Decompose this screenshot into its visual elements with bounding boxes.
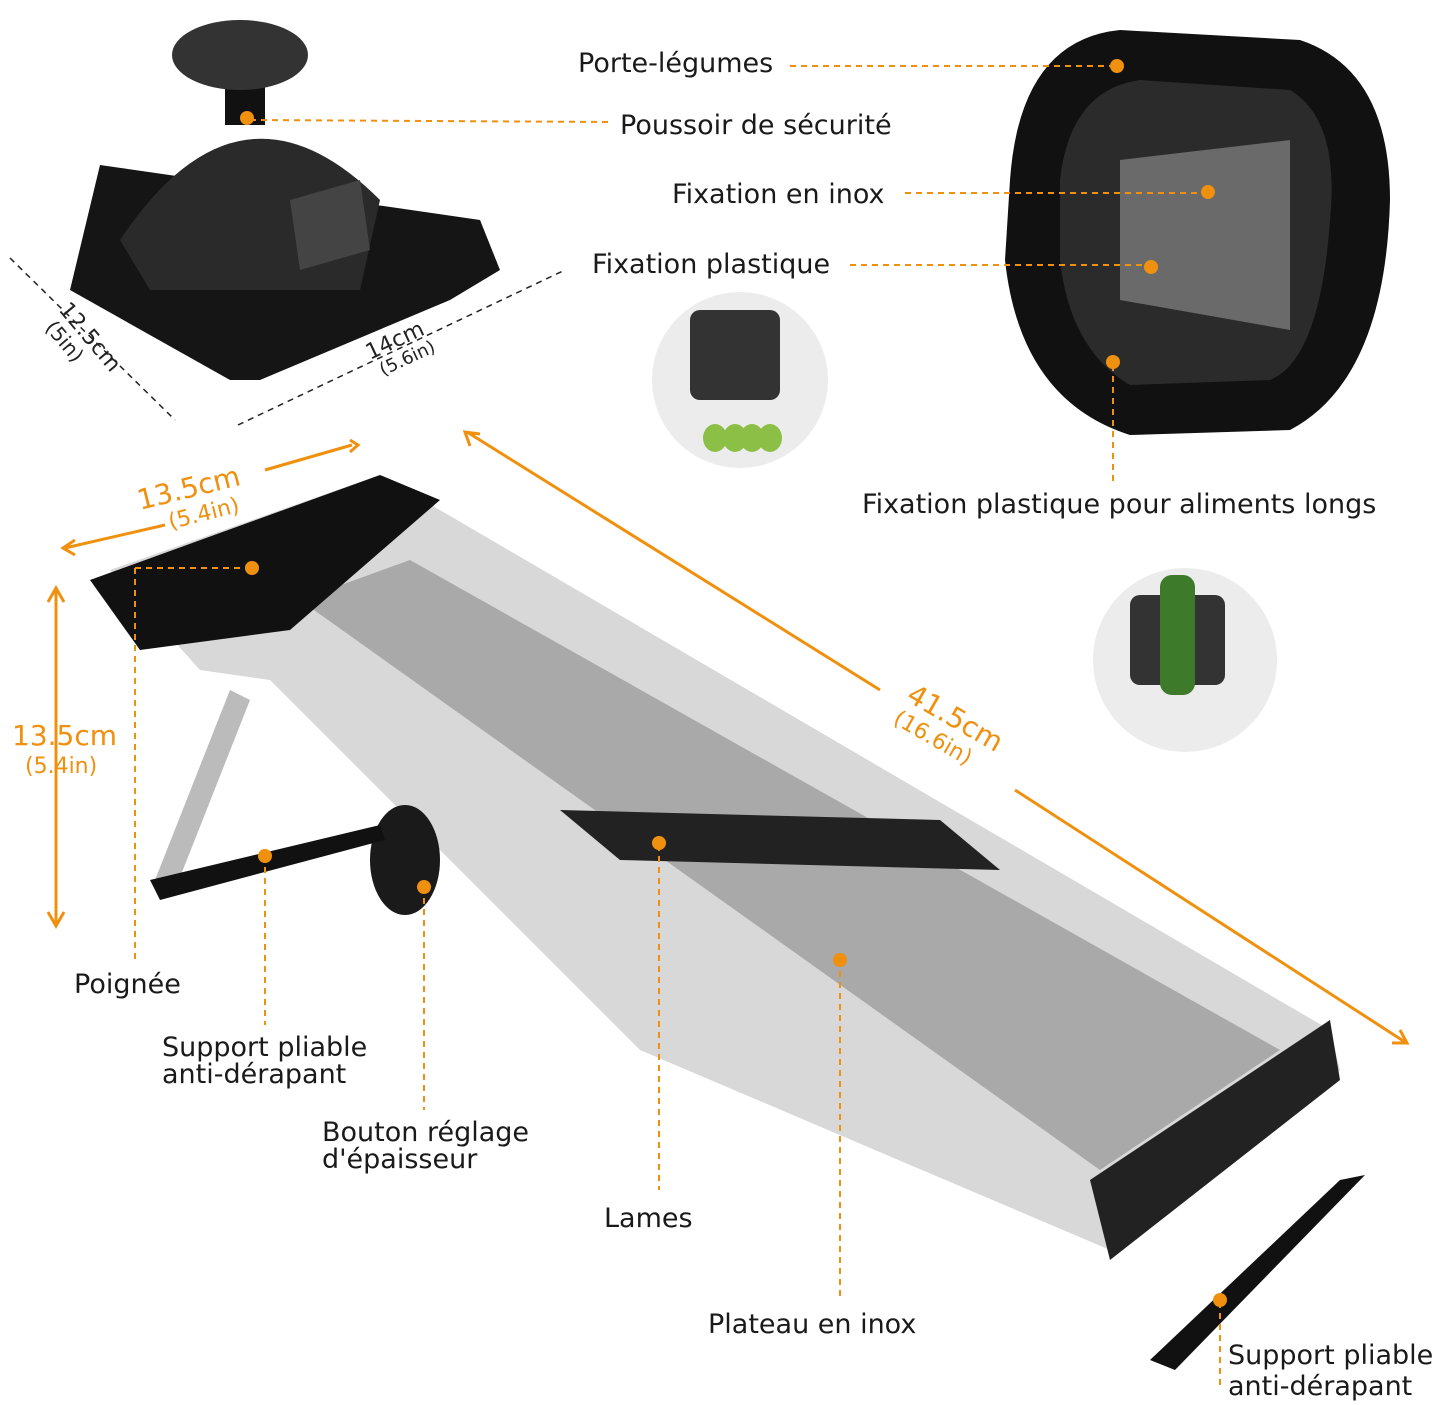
label-folding-support-2a: Support pliable (1228, 1340, 1433, 1371)
label-safety-pusher: Poussoir de sécurité (620, 110, 892, 141)
label-long-food-fixation: Fixation plastique pour aliments longs (862, 489, 1376, 520)
safety-pusher-illustration (70, 20, 500, 380)
label-thickness-knob-a: Bouton réglage (322, 1117, 529, 1148)
label-folding-support-1b: anti-dérapant (162, 1059, 346, 1090)
vegetable-holder-illustration (1005, 30, 1390, 435)
label-plastic-fixation: Fixation plastique (592, 249, 830, 280)
label-steel-plate: Plateau en inox (708, 1309, 916, 1340)
label-handle: Poignée (74, 969, 181, 1000)
label-steel-fixation: Fixation en inox (672, 179, 885, 210)
label-folding-support-1a: Support pliable (162, 1032, 367, 1063)
label-vegetable-holder: Porte-légumes (578, 48, 773, 79)
label-folding-support-2b: anti-dérapant (1228, 1371, 1412, 1402)
label-thickness-knob-b: d'épaisseur (322, 1144, 478, 1175)
label-blades: Lames (604, 1203, 693, 1234)
height-in: (5.4in) (25, 754, 97, 779)
mandoline-illustration (90, 475, 1365, 1370)
height-cm: 13.5cm (12, 719, 117, 752)
